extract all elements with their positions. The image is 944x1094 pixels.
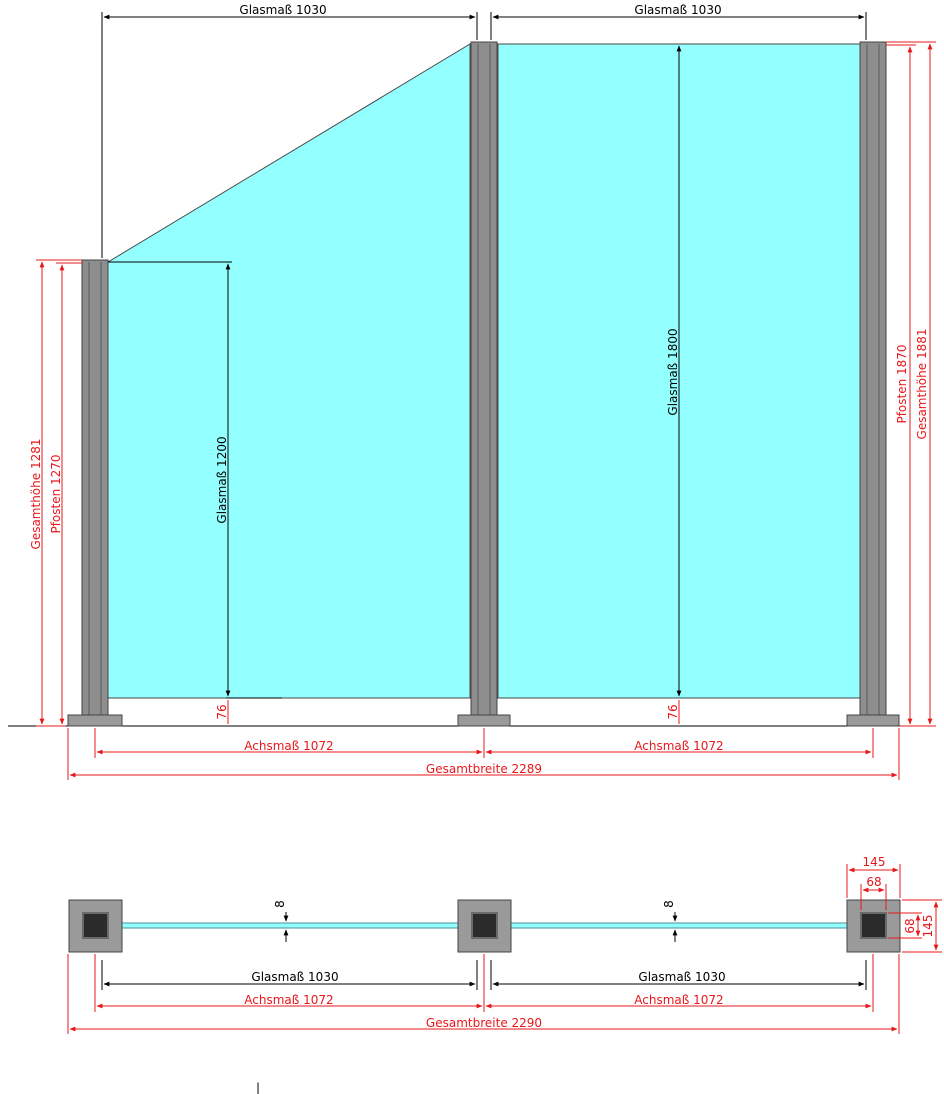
glass-thickness-right-label: 8 — [662, 900, 676, 908]
total-width-label: Gesamtbreite 2289 — [426, 762, 542, 776]
dim-bottom-widths — [67, 728, 900, 780]
axis-right-label: Achsmaß 1072 — [634, 739, 723, 753]
core-width-label: 68 — [866, 875, 881, 889]
plan-post-left — [68, 899, 123, 953]
plan-post-middle — [457, 899, 512, 953]
post-left — [67, 259, 123, 727]
base-width-label: 145 — [863, 855, 886, 869]
dim-glass-height — [108, 45, 682, 699]
right-total-height-label: Gesamthöhe 1881 — [915, 329, 929, 440]
plan-post-right — [846, 899, 901, 953]
glass-thickness-left-label: 8 — [273, 900, 287, 908]
glass-height-right-label: Glasmaß 1800 — [666, 328, 680, 415]
dim-gap-76 — [227, 700, 680, 724]
dim-left-heights — [36, 259, 82, 727]
gap-left-label: 76 — [215, 704, 229, 719]
glass-panel-left — [107, 43, 471, 699]
glass-width-right-label: Glasmaß 1030 — [634, 3, 721, 17]
plan-glass-width-left-label: Glasmaß 1030 — [251, 970, 338, 984]
plan-axis-right-label: Achsmaß 1072 — [634, 993, 723, 1007]
elevation-view: Glasmaß 1030 Glasmaß 1030 Glasmaß 1200 G… — [8, 3, 936, 780]
dim-post-base — [846, 864, 942, 953]
plan-axis-left-label: Achsmaß 1072 — [244, 993, 333, 1007]
post-base-middle — [457, 714, 511, 727]
dim-glass-width-top — [101, 12, 867, 258]
glass-height-left-label: Glasmaß 1200 — [215, 436, 229, 523]
axis-left-label: Achsmaß 1072 — [244, 739, 333, 753]
dim-right-heights — [886, 41, 936, 727]
core-depth-label: 68 — [903, 918, 917, 933]
left-total-height-label: Gesamthöhe 1281 — [29, 439, 43, 550]
post-base-left — [67, 714, 123, 727]
plan-total-width-label: Gesamtbreite 2290 — [426, 1016, 542, 1030]
glass-width-left-label: Glasmaß 1030 — [239, 3, 326, 17]
post-right — [846, 41, 900, 727]
dim-plan-axis-total — [67, 954, 900, 1034]
dim-plan-glass-width — [101, 960, 867, 990]
gap-right-label: 76 — [666, 704, 680, 719]
dim-glass-thickness — [283, 912, 678, 942]
post-base-right — [846, 714, 900, 727]
post-middle — [457, 41, 511, 727]
base-depth-label: 145 — [921, 915, 935, 938]
left-post-height-label: Pfosten 1270 — [49, 454, 63, 533]
plan-glass-width-right-label: Glasmaß 1030 — [638, 970, 725, 984]
plan-view: 8 8 145 68 68 145 — [67, 855, 942, 1034]
right-post-height-label: Pfosten 1870 — [895, 344, 909, 423]
footer-mark: | — [256, 1081, 260, 1094]
